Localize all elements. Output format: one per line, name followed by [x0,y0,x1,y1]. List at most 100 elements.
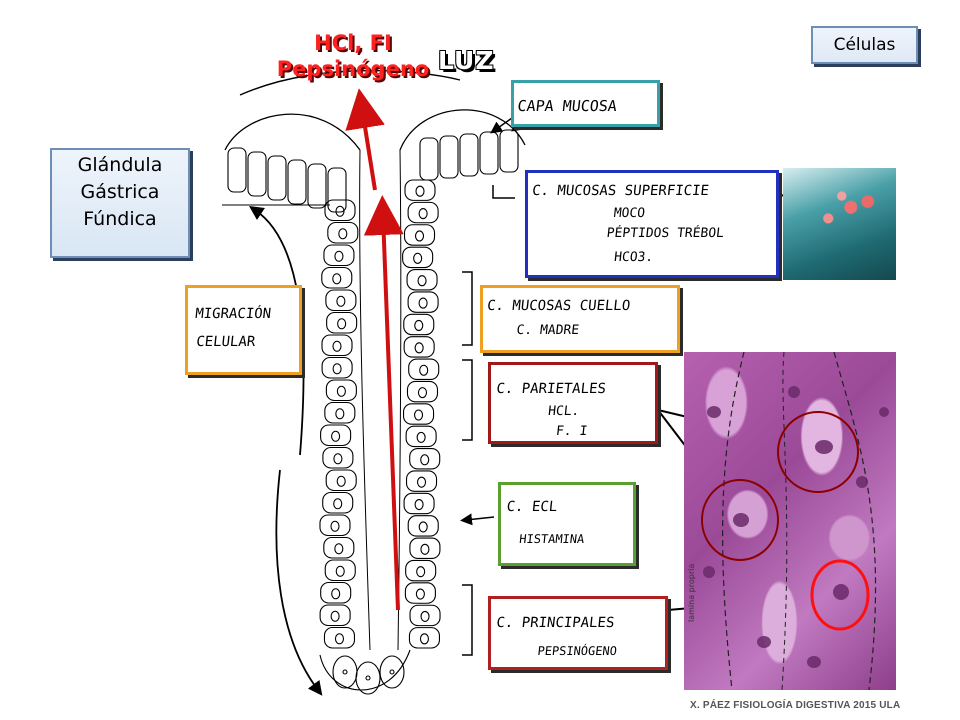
surface-cell [479,131,499,175]
secretion-line-1: HCl, FI [314,31,392,55]
lumen-label: LUZ [438,46,495,75]
cell-nucleus [332,273,342,285]
epithelial-cell [407,291,439,313]
lumen-flow-arrow [363,195,404,611]
epithelial-cell [407,201,439,224]
caption-principales: C. PRINCIPALES PEPSINÓGENO [488,596,668,670]
cell-nucleus [334,633,345,645]
footer-credit: X. PÁEZ FISIOLOGÍA DIGESTIVA 2015 ULA [690,700,901,711]
cell-nucleus [336,385,346,397]
cell-nucleus [331,430,341,442]
cell-nucleus [416,431,426,443]
epithelial-cell [408,358,440,380]
epithelial-cell [402,403,435,425]
surface-cell [459,133,479,177]
cell-nucleus [334,250,344,262]
right-epithelium-cells [402,129,519,649]
bracket-neck [462,271,473,346]
epithelial-cell [403,313,435,336]
caption-migracion-celular: MIGRACIÓN CELULAR [185,285,302,375]
surface-cell [267,155,287,201]
epithelial-cell [320,424,352,447]
cell-nucleus [416,476,427,488]
surface-cell [247,151,267,197]
epithelial-cell [321,334,353,357]
cell-nucleus [419,633,429,645]
cell-nucleus [418,297,428,309]
surface-cell [439,135,459,179]
cell-nucleus [414,498,424,511]
epithelial-cell [326,311,358,334]
cell-nucleus [337,318,347,330]
epithelial-cell [322,446,354,469]
svg-text:F. I: F. I [555,424,588,439]
surface-curve-arrow [239,69,461,96]
caption-ecl: C. ECL HISTAMINA [498,482,636,566]
cell-nucleus [333,453,343,465]
svg-text:CELULAR: CELULAR [195,334,256,350]
epithelial-cell [327,221,359,244]
cell-nucleus [415,588,425,600]
svg-text:C. MUCOSAS SUPERFICIE: C. MUCOSAS SUPERFICIE [531,183,709,199]
cell-nucleus [332,340,342,352]
cell-nucleus [415,185,425,197]
cell-nucleus [333,498,343,510]
caption-mucosas-superficie: C. MUCOSAS SUPERFICIE MOCO PÉPTIDOS TRÉB… [525,170,779,278]
epithelial-cell [405,425,437,448]
micrograph-fundic-gland: lamina propria [684,352,896,690]
secretion-arrow-up [345,88,385,191]
epithelial-cell [321,266,353,289]
parietal-cell-circle-1 [777,411,859,493]
bracket-principal [462,584,473,656]
surface-cell [227,147,247,193]
epithelial-cell [409,448,441,470]
epithelial-cell [323,626,356,649]
epithelial-cell [324,401,356,424]
cell-nucleus [413,409,424,421]
gland-label-line-3: Fúndica [83,208,157,230]
cell-nucleus [419,364,429,376]
epithelial-cell [405,470,438,492]
epithelial-cell [403,224,436,246]
cell-nucleus [417,275,427,287]
cell-nucleus [330,520,340,532]
cell-nucleus [413,252,423,264]
svg-text:PÉPTIDOS TRÉBOL: PÉPTIDOS TRÉBOL [606,225,725,241]
epithelial-cell [320,581,352,604]
svg-text:HCO3.: HCO3. [613,250,654,265]
cell-nucleus [335,408,345,420]
epithelial-cell [403,336,435,358]
cell-nucleus [334,543,344,555]
surface-cell [419,137,439,181]
chief-cell-circle [810,559,870,631]
epithelial-cell [324,199,356,222]
cells-button[interactable]: Células [811,26,918,64]
cell-nucleus [338,228,348,240]
epithelial-cell [319,604,351,627]
migration-arrow-down [275,469,323,696]
svg-text:C. PARIETALES: C. PARIETALES [496,381,607,397]
epithelial-cell [406,268,438,291]
cell-nucleus [420,610,430,622]
svg-text:C. MUCOSAS CUELLO: C. MUCOSAS CUELLO [486,298,631,314]
epithelial-cell [323,244,355,267]
secretion-products-title: HCl, FI Pepsinógeno [258,30,448,82]
svg-text:HISTAMINA: HISTAMINA [519,532,586,546]
epithelial-cell [403,492,435,515]
surface-cell [499,129,519,173]
epithelial-cell [325,379,357,402]
epithelial-cell [325,469,357,492]
micrograph-surface-mucosa [783,168,896,280]
cell-nucleus [420,454,430,466]
svg-text:MOCO: MOCO [613,206,646,221]
epithelial-cell [406,380,439,403]
svg-text:HCL.: HCL. [547,404,580,419]
svg-text:C. MADRE: C. MADRE [516,323,580,338]
svg-text:C. PRINCIPALES: C. PRINCIPALES [496,615,615,631]
cell-nucleus [332,363,342,375]
epithelial-cell [325,289,357,312]
gland-type-label: Glándula Gástrica Fúndica [50,148,190,258]
cell-nucleus [417,387,428,399]
epithelial-cell [319,514,351,537]
cell-nucleus [416,566,426,578]
